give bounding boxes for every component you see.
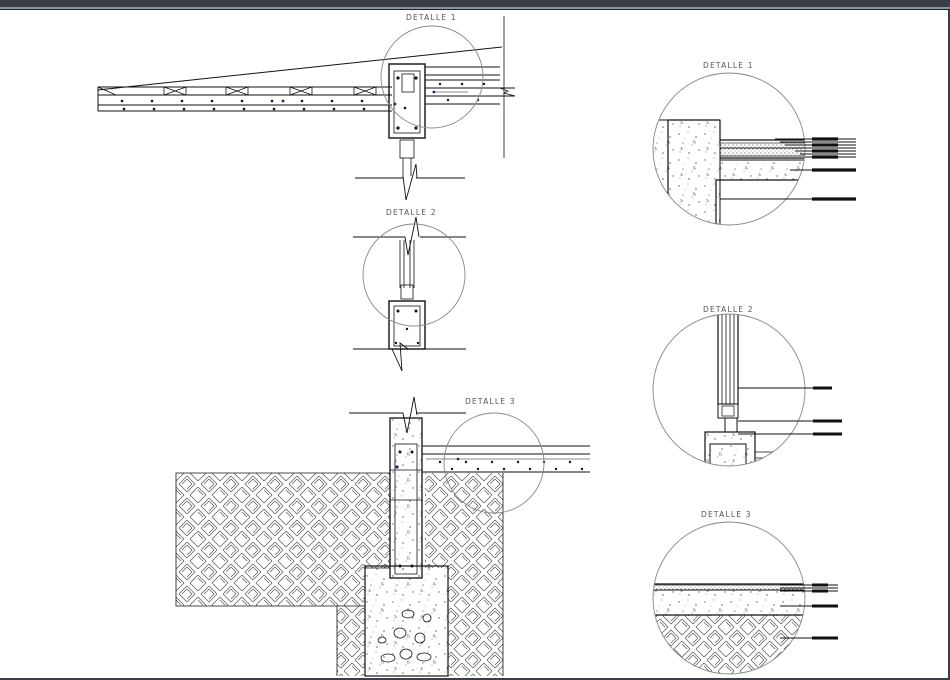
- foundation-rebar-dots: [395, 450, 584, 568]
- viewport-frame: [0, 10, 950, 680]
- footing-stones: [377, 609, 432, 663]
- main-roof-section: [97, 16, 516, 201]
- zoom-detail-3[interactable]: [650, 521, 838, 680]
- foundation-section: [349, 396, 590, 677]
- zoom-detail-1-label: DETALLE 1: [703, 61, 754, 70]
- window-rebar-dots: [394, 309, 420, 345]
- soil-hatch: [175, 472, 504, 676]
- detail-3-label: DETALLE 3: [465, 397, 516, 406]
- detail-3-callout-circle[interactable]: [443, 412, 545, 514]
- window-top-bar: [0, 0, 950, 10]
- roof-rebar-dots: [120, 76, 486, 130]
- zoom-detail-2-label: DETALLE 2: [703, 305, 754, 314]
- detail-2-callout-circle[interactable]: [362, 223, 466, 327]
- detail-1-label: DETALLE 1: [406, 13, 457, 22]
- main-window-section: [353, 216, 466, 372]
- detail-2-label: DETALLE 2: [386, 208, 437, 217]
- zoom-detail-1[interactable]: [650, 72, 856, 240]
- zoom-detail-3-label: DETALLE 3: [701, 510, 752, 519]
- zoom-detail-2[interactable]: [652, 310, 842, 472]
- detail-1-callout-circle[interactable]: [380, 25, 484, 129]
